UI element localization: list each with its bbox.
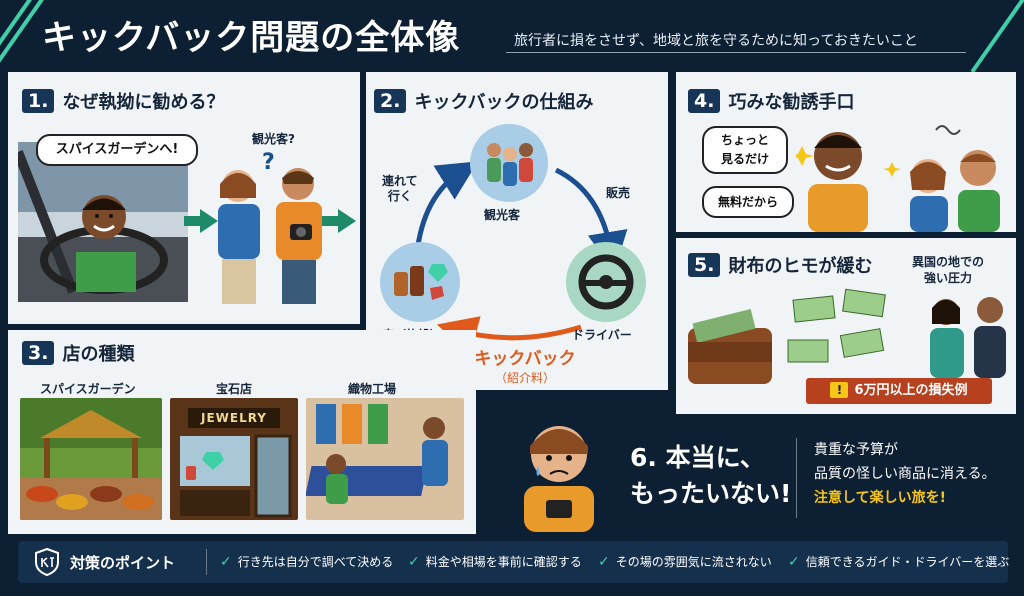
page-title: キックバック問題の全体像 [42, 18, 461, 58]
section2-number: 2. [374, 89, 407, 113]
spice-garden-image [20, 398, 162, 520]
page-subtitle: 旅行者に損をさせず、地域と旅を守るために知っておきたいこと [514, 33, 918, 49]
tip-item: ✓ 料金や相場を事前に確認する [408, 553, 582, 570]
tip-text: 料金や相場を事前に確認する [425, 555, 582, 569]
driver-in-car-illustration [18, 142, 188, 302]
waste-line-1: 貴重な予算が [814, 442, 898, 458]
shop-circle [380, 242, 460, 322]
check-icon: ✓ [408, 553, 420, 570]
loss-warning-badge: ! 6万円以上の損失例 [806, 378, 992, 404]
kickback-sublabel: （紹介料） [494, 371, 555, 385]
section3-number: 3. [22, 341, 55, 365]
gems-spices-icon [394, 264, 448, 300]
countermeasures-title: 対策のポイント [70, 554, 176, 572]
warning-icon: ! [830, 382, 849, 398]
textile-factory-image [306, 398, 464, 520]
decor-slash [970, 0, 1024, 74]
subtitle-underline [506, 52, 966, 53]
sad-tourist-illustration [524, 426, 594, 532]
check-icon: ✓ [598, 553, 610, 570]
tip-text: 行き先は自分で調べて決める [237, 555, 394, 569]
shop-type-spice-garden: スパイスガーデン [40, 382, 136, 396]
kickback-label: キックバック [474, 349, 576, 369]
section1-number: 1. [22, 89, 55, 113]
tourists-label: 観光客 [484, 208, 521, 222]
speech-just-look: ちょっと 見るだけ [702, 126, 788, 174]
section5-heading: 5. 財布のヒモが緩む [688, 252, 872, 278]
pressure-label: 異国の地での 強い圧力 [912, 255, 985, 285]
section5-number: 5. [688, 253, 721, 277]
divider [796, 438, 797, 518]
section-shop-types: 3. 店の種類 スパイスガーデン 宝石店 織物工場 JEWELRY [8, 330, 476, 534]
header-bar: キックバック問題の全体像 旅行者に損をさせず、地域と旅を守るために知っておきたい… [0, 0, 1024, 74]
flow-arrow-icon [184, 209, 218, 233]
countermeasures-bar: 対策のポイント ✓ 行き先は自分で調べて決める ✓ 料金や相場を事前に確認する ✓ そ… [18, 541, 1009, 583]
driver-label: ドライバー [572, 328, 632, 342]
tourists-circle [470, 124, 548, 202]
shield-icon [35, 548, 59, 576]
tourist-question-label: 観光客? [252, 132, 295, 146]
tip-text: その場の雰囲気に流されない [615, 555, 772, 569]
section-wallet-loosens: 5. 財布のヒモが緩む 異国の地での 強い圧力 ! 6万円以上の損失例 [676, 238, 1016, 414]
section2-title: キックバックの仕組み [414, 92, 594, 113]
check-icon: ✓ [220, 553, 232, 570]
section4-title: 巧みな勧誘手口 [728, 92, 855, 113]
section1-title: なぜ執拗に勧める？ [62, 92, 225, 113]
tip-item: ✓ 信頼できるガイド・ドライバーを選ぶ [788, 553, 1009, 570]
waste-headline: 6. 本当に、 もったいない! [630, 443, 792, 508]
check-icon: ✓ [788, 553, 800, 570]
section3-title: 店の種類 [62, 344, 135, 365]
section-why-push: 1. なぜ執拗に勧める？ スパイスガーデンへ! 観光客? ? [8, 72, 360, 324]
steering-wheel-icon [578, 254, 634, 310]
jewelry-shop-image: JEWELRY [170, 398, 298, 520]
section2-heading: 2. キックバックの仕組み [374, 88, 594, 114]
question-mark-icon: ? [262, 150, 275, 175]
section4-heading: 4. 巧みな勧誘手口 [688, 88, 854, 114]
sell-label: 販売 [606, 186, 631, 200]
tourist-couple-illustration [218, 168, 322, 304]
flow-arrow-icon [322, 209, 356, 233]
divider [206, 549, 207, 575]
wallet-money-illustration [688, 288, 1006, 384]
jewelry-sign: JEWELRY [188, 408, 280, 428]
kickback-label-group: キックバック （紹介料） [470, 344, 580, 386]
section4-number: 4. [688, 89, 721, 113]
tourists-group-icon [487, 143, 533, 186]
driver-circle [566, 242, 646, 322]
section-such-a-waste: 6. 本当に、 もったいない! 貴重な予算が 品質の怪しい商品に消える。 注意し… [476, 420, 1016, 532]
tip-item: ✓ その場の雰囲気に流されない [598, 553, 772, 570]
shop-type-jewelry: 宝石店 [216, 382, 253, 396]
shop-type-textile: 織物工場 [348, 382, 397, 396]
section5-title: 財布のヒモが緩む [728, 256, 873, 277]
section3-heading: 3. 店の種類 [22, 340, 134, 366]
salesman-tourists-illustration [796, 125, 1000, 232]
waste-line-3: 注意して楽しい旅を! [814, 490, 946, 506]
tip-item: ✓ 行き先は自分で調べて決める [220, 553, 393, 570]
tip-text: 信頼できるガイド・ドライバーを選ぶ [805, 555, 1010, 569]
loss-warning-text: 6万円以上の損失例 [854, 383, 968, 398]
section-solicitation-tactics: 4. 巧みな勧誘手口 ちょっと 見るだけ 無料だから [676, 72, 1016, 232]
driver-speech-bubble: スパイスガーデンへ! [36, 134, 198, 166]
speech-free: 無料だから [702, 186, 794, 218]
section1-heading: 1. なぜ執拗に勧める？ [22, 88, 224, 114]
waste-line-2: 品質の怪しい商品に消える。 [814, 466, 996, 482]
take-label: 連れて 行く [382, 174, 418, 203]
